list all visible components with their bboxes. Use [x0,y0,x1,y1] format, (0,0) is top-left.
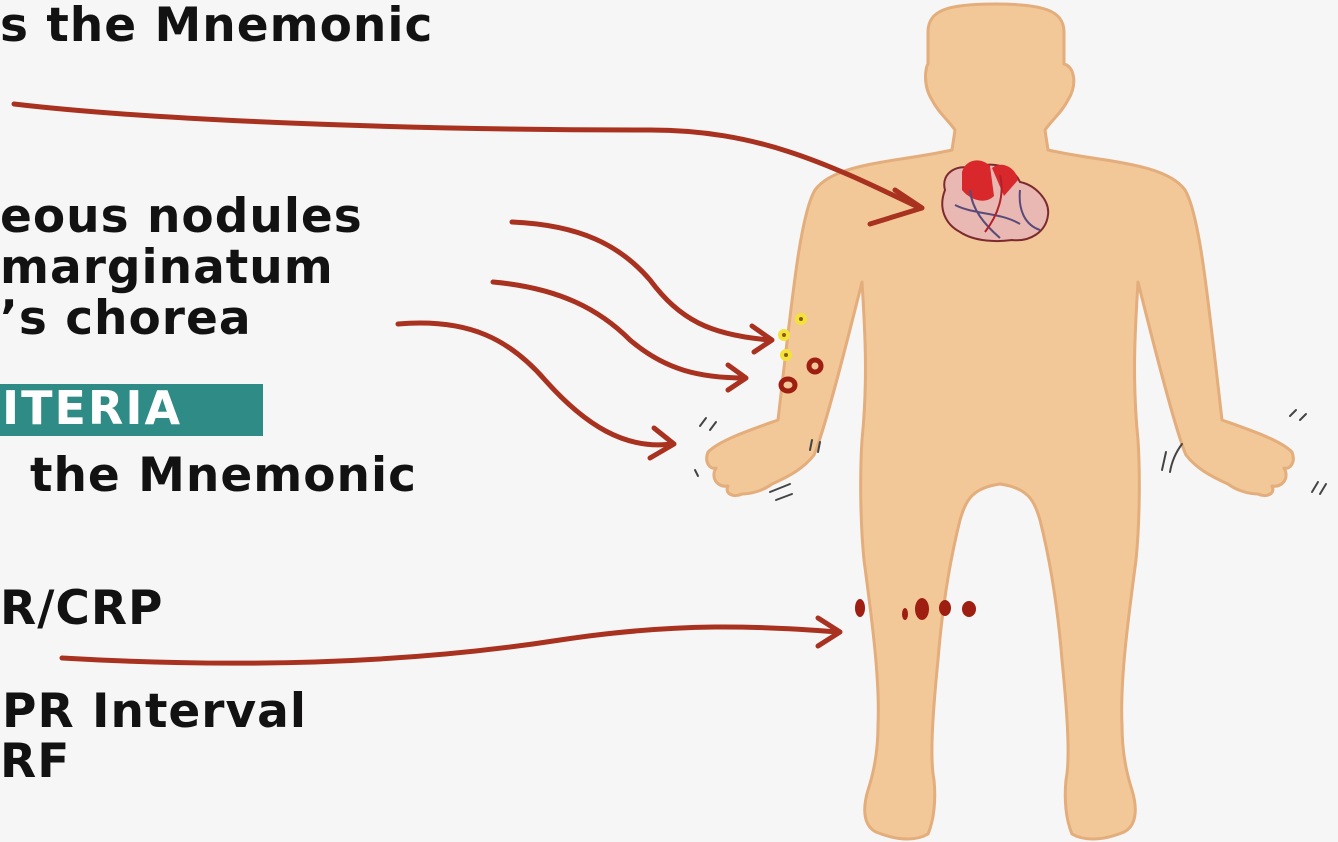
arrow-nodules [512,222,770,340]
arrow-carditis [14,104,920,208]
human-body [707,4,1294,839]
arrow-arthritis [62,627,838,663]
